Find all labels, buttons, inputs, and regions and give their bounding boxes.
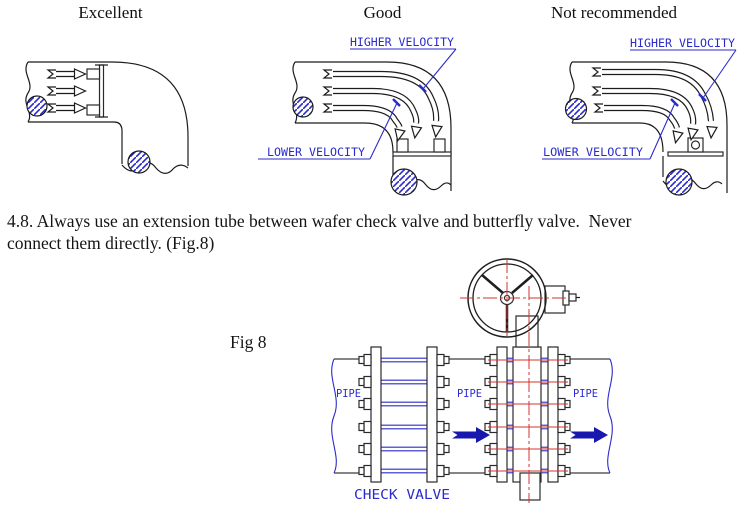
check-valve-bolts	[358, 353, 450, 478]
pipe-break-line	[607, 358, 613, 474]
pipe-elbow	[569, 61, 728, 193]
leader-line	[369, 102, 398, 160]
higher-velocity-callout: HIGHER VELOCITY	[350, 35, 457, 93]
excellent-diagram	[25, 61, 189, 174]
higher-velocity-callout: HIGHER VELOCITY	[630, 36, 737, 102]
lower-velocity-label: LOWER VELOCITY	[543, 145, 643, 159]
pipe-elbow	[25, 61, 189, 174]
fig8-labels: PIPE PIPE PIPE CHECK VALVE	[336, 387, 598, 503]
flow-arrows	[591, 67, 718, 145]
not-recommended-title: Not recommended	[550, 3, 678, 22]
actuator-gearbox	[544, 285, 580, 314]
butterfly-valve-body	[512, 346, 542, 483]
check-valve-flanges	[370, 346, 438, 483]
pipe-break-line	[25, 61, 31, 123]
butterfly-valve-studs	[507, 357, 548, 474]
weld-hatch-circles	[26, 95, 151, 174]
lower-velocity-callout: LOWER VELOCITY	[258, 98, 401, 160]
check-valve-label: CHECK VALVE	[354, 488, 450, 503]
pipe-break-line	[331, 358, 337, 474]
butterfly-valve-flanges	[496, 346, 559, 483]
wheel-spoke	[481, 274, 504, 294]
check-valve-studs	[381, 357, 427, 474]
pipe-elbow	[292, 61, 452, 191]
fig8-caption: Fig 8	[230, 332, 267, 352]
section-4-8-text: 4.8. Always use an extension tube betwee…	[7, 211, 632, 253]
flow-arrows	[322, 69, 443, 143]
good-diagram: HIGHER VELOCITY LOWER VELOCITY	[258, 35, 457, 196]
not-recommended-diagram: HIGHER VELOCITY LOWER VELOCITY	[542, 36, 737, 196]
leader-line	[649, 102, 676, 160]
pipe-label-right: PIPE	[573, 387, 598, 400]
higher-velocity-label: HIGHER VELOCITY	[630, 36, 735, 50]
weld-hatch-circles	[564, 97, 693, 196]
pipe-label-left: PIPE	[336, 387, 361, 400]
wafer-check-valve	[392, 138, 452, 157]
leader-line	[422, 48, 457, 90]
higher-velocity-label: HIGHER VELOCITY	[350, 35, 454, 49]
flow-arrows	[46, 68, 87, 114]
leader-line	[702, 49, 737, 99]
fig8-diagram: PIPE PIPE PIPE CHECK VALVE	[331, 258, 613, 503]
centerlines	[460, 259, 570, 503]
lower-velocity-callout: LOWER VELOCITY	[542, 98, 679, 160]
wafer-check-valve	[86, 64, 108, 118]
pipe-label-middle: PIPE	[457, 387, 482, 400]
good-title: Good	[363, 3, 402, 22]
wheel-spoke	[511, 274, 534, 294]
excellent-title: Excellent	[78, 3, 143, 22]
weld-hatch-circles	[292, 96, 418, 196]
valve-stem-bottom	[519, 472, 541, 501]
flow-direction-arrows	[452, 427, 608, 443]
swing-check-valve	[667, 137, 724, 157]
lower-velocity-label: LOWER VELOCITY	[267, 145, 365, 159]
